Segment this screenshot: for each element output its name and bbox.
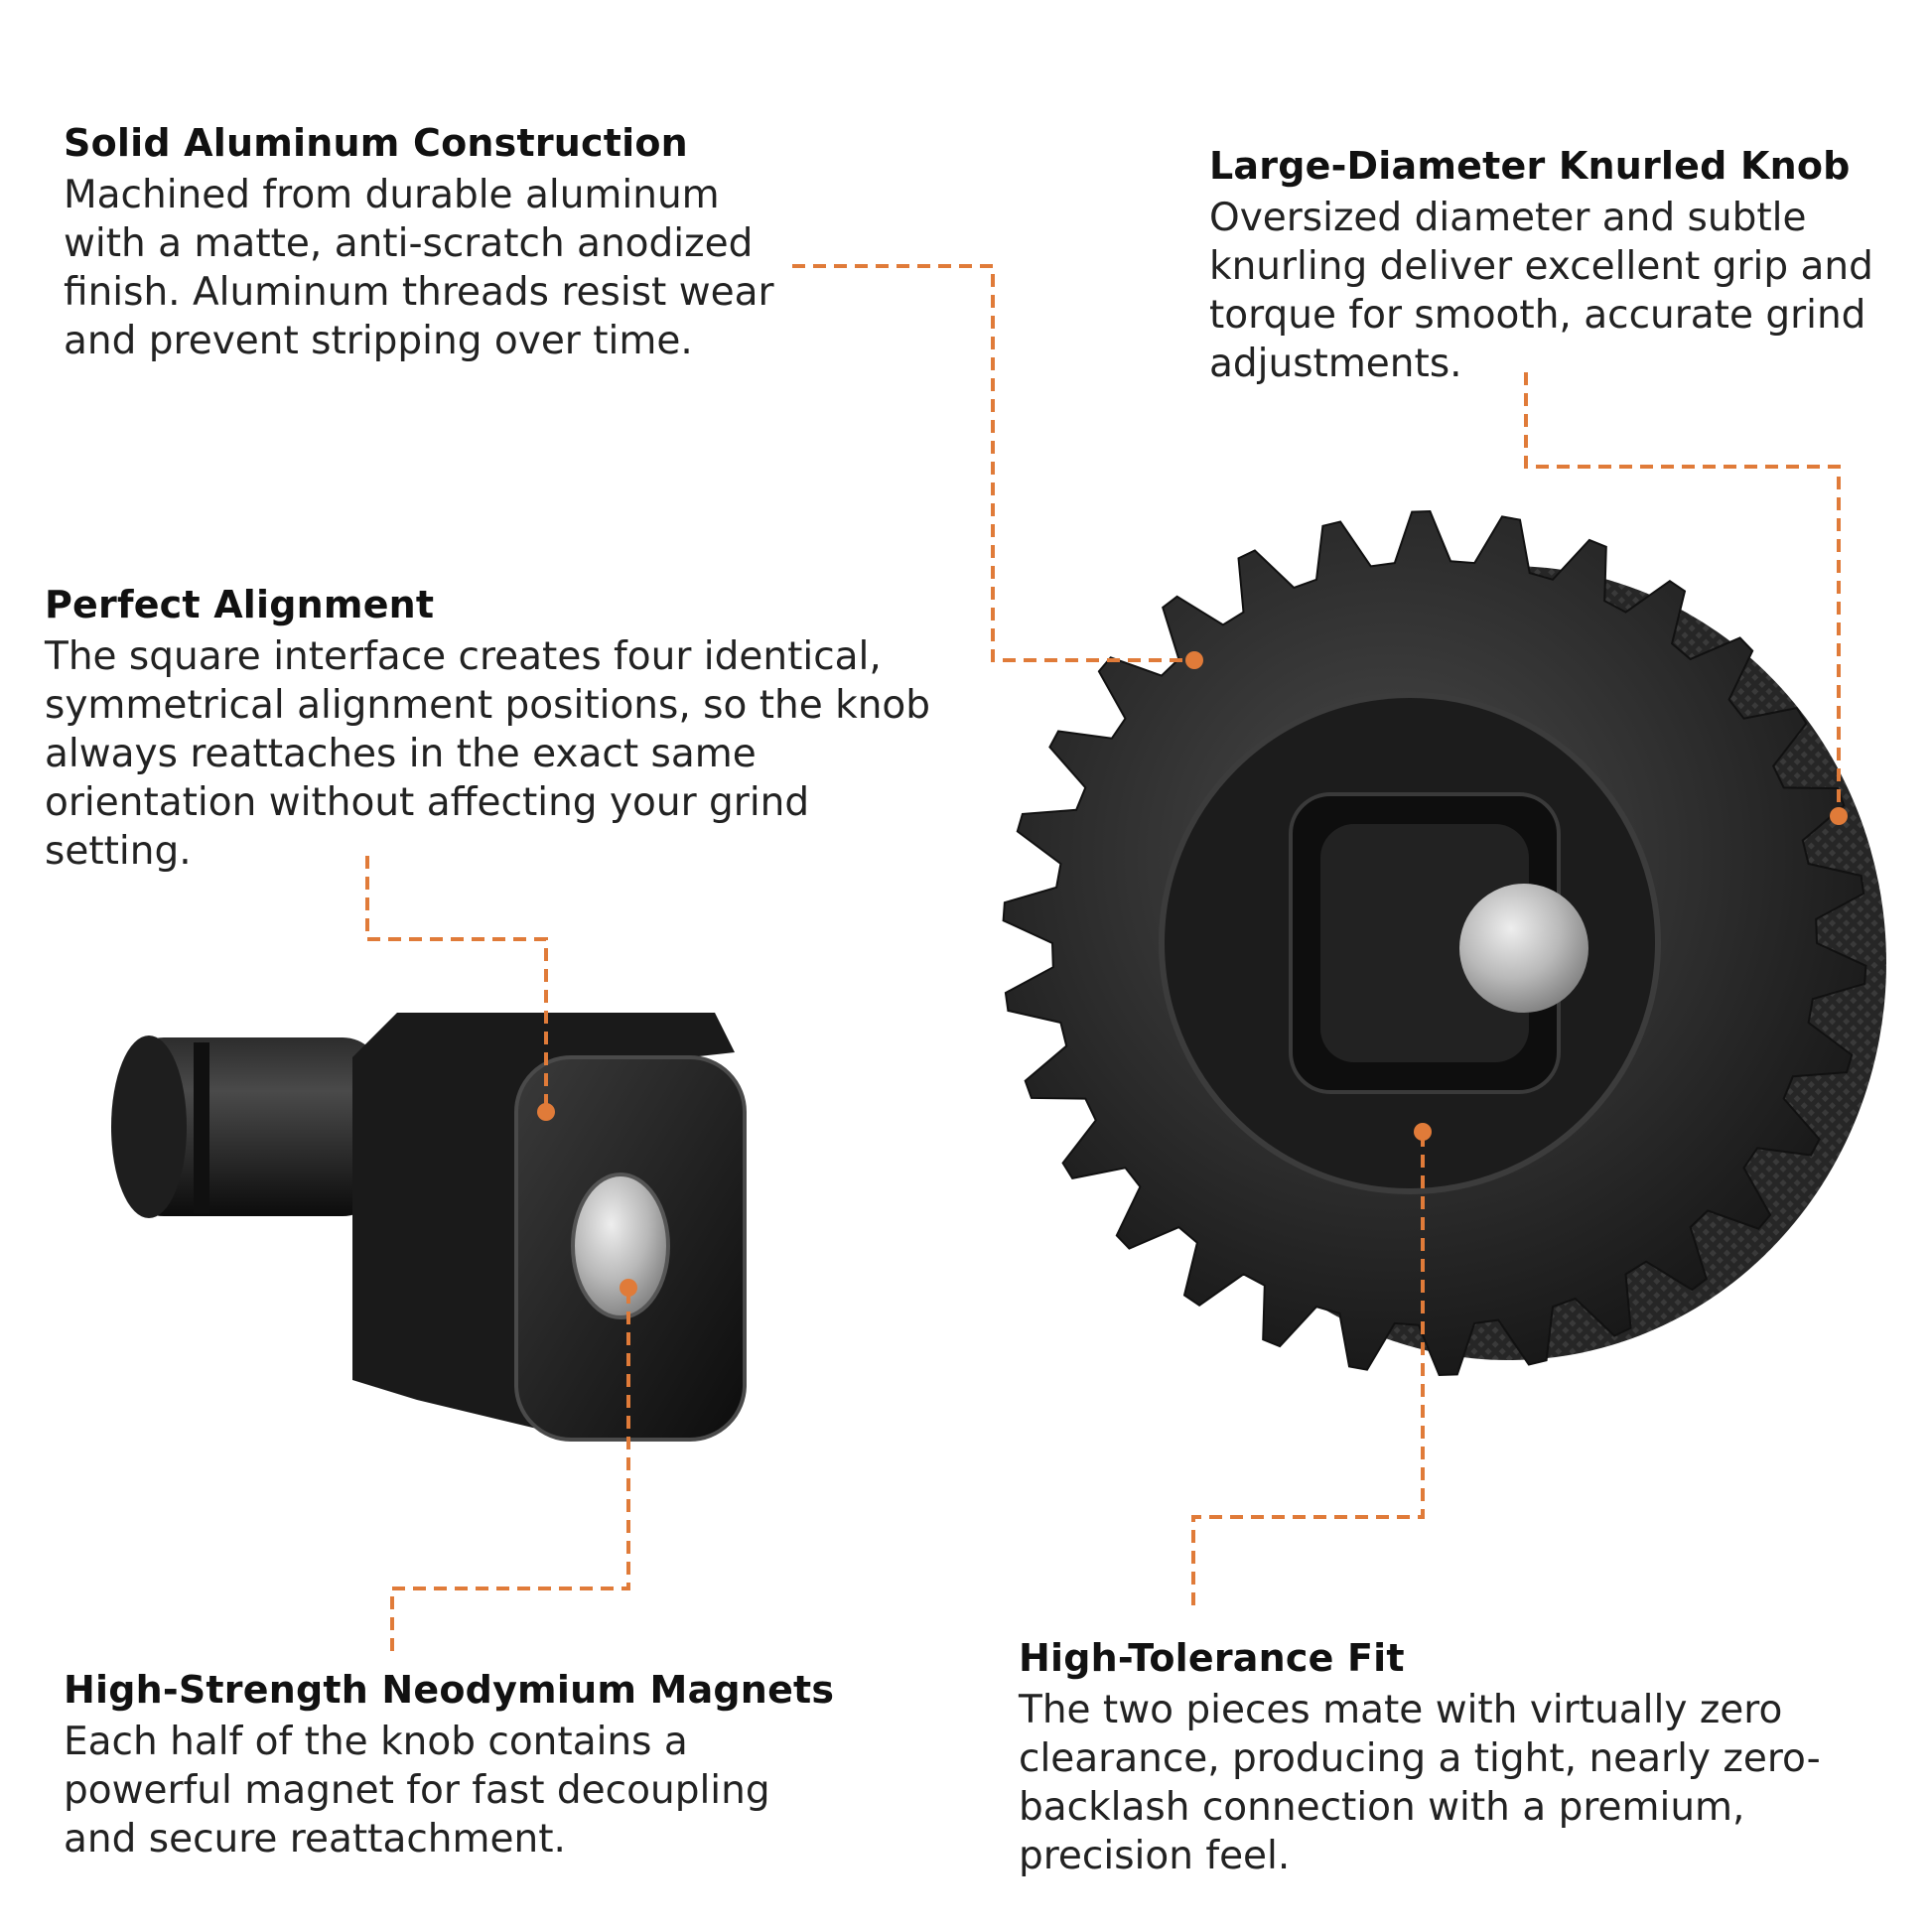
coupler-shaft-groove <box>194 1042 209 1213</box>
callout-solid-line <box>792 264 1191 662</box>
callout-solid-dot <box>1185 651 1203 669</box>
gear-magnet <box>1459 884 1588 1013</box>
feature-title: High-Strength Neodymium Magnets <box>64 1668 835 1712</box>
feature-perfect-alignment: Perfect Alignment The square interface c… <box>45 583 938 876</box>
callout-lines <box>365 264 1841 1658</box>
feature-title: High-Tolerance Fit <box>1019 1636 1405 1680</box>
feature-neodymium-magnets: High-Strength Neodymium Magnets Each hal… <box>64 1668 838 1863</box>
callout-dots <box>537 651 1848 1297</box>
feature-high-tolerance-fit: High-Tolerance Fit The two pieces mate w… <box>1019 1636 1872 1880</box>
coupler-shaft-end <box>111 1035 187 1218</box>
feature-body: Oversized diameter and subtle knurling d… <box>1209 195 1873 386</box>
callout-magnet-dot <box>620 1279 637 1297</box>
square-socket-inner <box>1320 824 1529 1062</box>
feature-body: Machined from durable aluminum with a ma… <box>64 172 774 363</box>
feature-body: The two pieces mate with virtually zero … <box>1019 1687 1821 1878</box>
callout-align-line <box>365 856 548 1110</box>
callout-align-dot <box>537 1103 555 1121</box>
callout-magnet-line <box>390 1291 630 1658</box>
coupler-shaft <box>124 1037 382 1216</box>
callout-fit-dot <box>1414 1123 1432 1141</box>
feature-title: Perfect Alignment <box>45 583 435 626</box>
feature-title: Solid Aluminum Construction <box>64 121 688 165</box>
feature-body: The square interface creates four identi… <box>45 633 931 874</box>
gear-knob <box>1002 509 1886 1377</box>
square-coupler <box>111 1013 747 1442</box>
coupler-magnet <box>571 1173 670 1319</box>
callout-fit-line <box>1191 1134 1425 1610</box>
callout-knurl-line <box>1524 372 1841 814</box>
feature-title: Large-Diameter Knurled Knob <box>1209 144 1851 188</box>
feature-solid-aluminum: Solid Aluminum Construction Machined fro… <box>64 121 798 365</box>
feature-knurled-knob: Large-Diameter Knurled Knob Oversized di… <box>1209 144 1904 388</box>
callout-knurl-dot <box>1830 807 1848 825</box>
feature-body: Each half of the knob contains a powerfu… <box>64 1719 770 1862</box>
